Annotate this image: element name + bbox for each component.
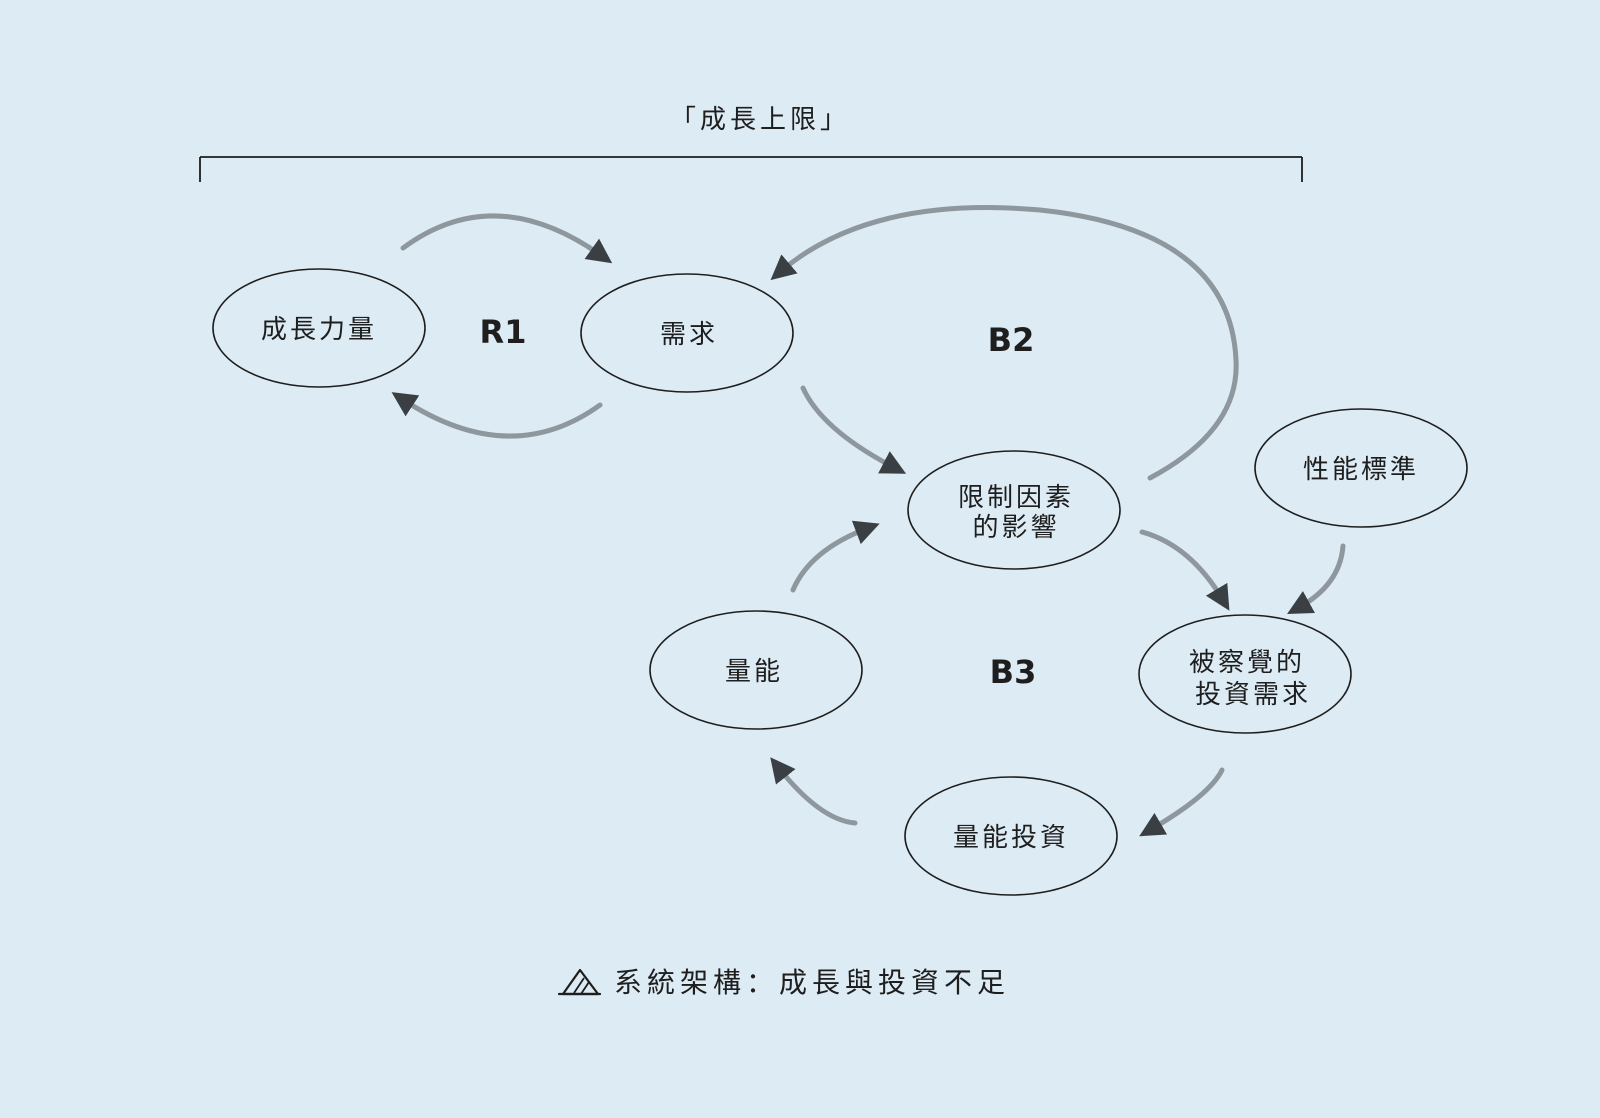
- arrow-demand-to-limit: [800, 385, 907, 474]
- node-capacity-investment: 量能投資: [904, 776, 1118, 896]
- node-label: 量能: [725, 657, 783, 687]
- title-bracket: [199, 156, 1303, 182]
- node-label: 成長力量: [261, 315, 377, 345]
- loop-label-b3: B3: [990, 653, 1037, 691]
- loop-label-r1: R1: [480, 313, 527, 351]
- node-capacity: 量能: [649, 610, 863, 730]
- loop-label-b2: B2: [988, 321, 1035, 359]
- node-performance-standard: 性能標準: [1254, 408, 1468, 528]
- arrow-limit-to-perceived: [1139, 529, 1230, 611]
- arrow-capacity-to-limit: [790, 520, 880, 593]
- arrow-investment-to-capacity: [770, 757, 858, 826]
- node-label: 量能投資: [953, 823, 1069, 853]
- node-perceived-need: 被察覺的 投資需求: [1138, 614, 1352, 734]
- diagram-title: 「成長上限」: [670, 105, 850, 135]
- arrow-demand-to-growth: [391, 392, 603, 439]
- connection-arrows: [391, 205, 1346, 837]
- arrow-limit-to-demand: [770, 205, 1239, 481]
- arrow-standard-to-perceived: [1287, 543, 1346, 615]
- node-growth-force: 成長力量: [212, 268, 426, 388]
- node-label-line-2: 投資需求: [1195, 680, 1311, 710]
- node-label: 需求: [660, 320, 718, 350]
- node-label-line-1: 被察覺的: [1189, 648, 1305, 678]
- node-demand: 需求: [580, 273, 794, 393]
- node-label-line-2: 的影響: [972, 513, 1059, 543]
- arrow-perceived-to-investment: [1139, 767, 1225, 837]
- pen-nib-icon: [557, 968, 602, 996]
- node-label: 性能標準: [1303, 455, 1419, 485]
- node-label-line-1: 限制因素: [958, 483, 1074, 513]
- caption: 系統架構：成長與投資不足: [557, 966, 1010, 999]
- node-limiting-factor: 限制因素 的影響: [907, 450, 1121, 570]
- arrow-growth-to-demand: [400, 213, 613, 264]
- caption-text: 系統架構：成長與投資不足: [614, 966, 1010, 999]
